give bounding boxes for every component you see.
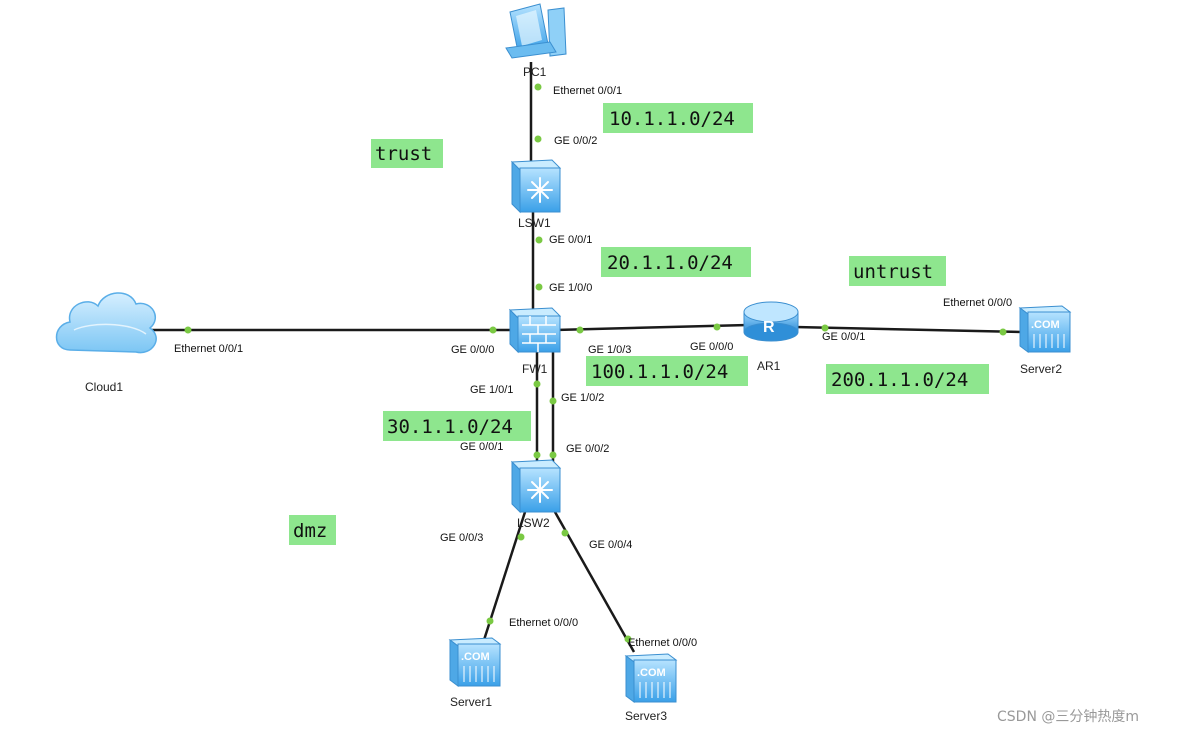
lsw2-device[interactable]: LSW2 [510, 459, 562, 530]
subnet-label-20: 20.1.1.0/24 [601, 247, 751, 277]
server3-device[interactable]: .COM Server3 [624, 653, 678, 723]
server-badge: .COM [1031, 319, 1060, 331]
port-label-fw1-right: GE 1/0/3 [588, 344, 631, 356]
port-label-lsw2-up2: GE 0/0/2 [566, 443, 609, 455]
fw1-device[interactable]: FW1 [508, 307, 562, 376]
server-icon: .COM [448, 637, 502, 687]
svg-text:untrust: untrust [853, 261, 933, 283]
svg-text:trust: trust [375, 143, 432, 165]
device-label-fw1: FW1 [522, 362, 548, 376]
device-label-pc1: PC1 [523, 65, 547, 79]
server-icon: .COM [1018, 305, 1072, 353]
port-label-lsw2-left: GE 0/0/3 [440, 532, 483, 544]
subnet-label-10: 10.1.1.0/24 [603, 103, 753, 133]
port-label-ar1-right: GE 0/0/1 [822, 331, 865, 343]
cloud1-device[interactable]: Cloud1 [55, 292, 157, 394]
port-dot[interactable] [535, 236, 543, 244]
watermark: CSDN @三分钟热度m [997, 708, 1139, 725]
device-label-server3: Server3 [625, 709, 667, 723]
port-label-fw1-down2: GE 1/0/2 [561, 392, 604, 404]
port-label-fw1-left: GE 0/0/0 [451, 344, 494, 356]
server1-device[interactable]: .COM Server1 [448, 637, 502, 709]
port-label-server3-eth: Ethernet 0/0/0 [628, 637, 697, 649]
port-label-server2-eth: Ethernet 0/0/0 [943, 297, 1012, 309]
switch-icon [510, 459, 562, 514]
server-badge: .COM [637, 667, 666, 679]
port-dot[interactable] [534, 135, 542, 143]
port-label-pc1-eth: Ethernet 0/0/1 [553, 85, 622, 97]
pc-icon [505, 3, 567, 59]
port-label-ar1-left: GE 0/0/0 [690, 341, 733, 353]
port-label-lsw1-up: GE 0/0/2 [554, 135, 597, 147]
port-dot[interactable] [534, 83, 542, 91]
lsw1-device[interactable]: LSW1 [510, 159, 562, 230]
port-label-fw1-top: GE 1/0/0 [549, 282, 592, 294]
router-icon: R [743, 301, 799, 342]
zone-label-dmz: dmz [289, 515, 336, 545]
link-ar1-server2 [794, 325, 1023, 334]
port-dot[interactable] [576, 326, 584, 334]
svg-text:100.1.1.0/24: 100.1.1.0/24 [591, 361, 728, 383]
svg-text:10.1.1.0/24: 10.1.1.0/24 [609, 108, 735, 130]
device-label-cloud1: Cloud1 [85, 380, 123, 394]
port-dot[interactable] [999, 328, 1007, 336]
port-dot[interactable] [486, 617, 494, 625]
server-icon: .COM [624, 653, 678, 703]
port-dot[interactable] [624, 635, 632, 643]
subnet-label-100: 100.1.1.0/24 [586, 356, 748, 386]
port-dot[interactable] [489, 326, 497, 334]
svg-text:20.1.1.0/24: 20.1.1.0/24 [607, 252, 733, 274]
svg-text:30.1.1.0/24: 30.1.1.0/24 [387, 416, 513, 438]
port-dot[interactable] [713, 323, 721, 331]
cloud-icon [55, 292, 157, 354]
port-dot[interactable] [821, 324, 829, 332]
port-label-fw1-down1: GE 1/0/1 [470, 384, 513, 396]
port-dot[interactable] [549, 451, 557, 459]
port-dot[interactable] [533, 380, 541, 388]
server2-device[interactable]: .COM Server2 [1018, 305, 1072, 376]
device-label-server2: Server2 [1020, 362, 1062, 376]
switch-icon [510, 159, 562, 214]
port-label-lsw2-right: GE 0/0/4 [589, 539, 632, 551]
device-label-server1: Server1 [450, 695, 492, 709]
server-badge: .COM [461, 651, 490, 663]
zone-label-untrust: untrust [849, 256, 946, 286]
port-dot[interactable] [561, 529, 569, 537]
device-label-lsw1: LSW1 [518, 216, 551, 230]
port-label-lsw1-down: GE 0/0/1 [549, 234, 592, 246]
firewall-icon [508, 307, 562, 354]
port-label-server1-eth: Ethernet 0/0/0 [509, 617, 578, 629]
router-badge: R [763, 319, 775, 336]
port-dot[interactable] [533, 451, 541, 459]
port-dot[interactable] [517, 533, 525, 541]
port-dot[interactable] [184, 326, 192, 334]
link-lsw2-server3 [553, 511, 636, 653]
pc1-device[interactable]: PC1 [505, 3, 567, 79]
zone-label-trust: trust [371, 139, 443, 168]
ar1-device[interactable]: R AR1 [743, 301, 799, 373]
port-dot[interactable] [549, 397, 557, 405]
svg-text:200.1.1.0/24: 200.1.1.0/24 [831, 369, 968, 391]
device-label-ar1: AR1 [757, 359, 781, 373]
svg-text:dmz: dmz [293, 520, 327, 542]
port-label-cloud1-eth: Ethernet 0/0/1 [174, 343, 243, 355]
port-label-lsw2-up1: GE 0/0/1 [460, 441, 503, 453]
subnet-label-200: 200.1.1.0/24 [826, 364, 989, 394]
subnet-label-30: 30.1.1.0/24 [383, 411, 531, 441]
device-label-lsw2: LSW2 [517, 516, 550, 530]
port-dot[interactable] [535, 283, 543, 291]
